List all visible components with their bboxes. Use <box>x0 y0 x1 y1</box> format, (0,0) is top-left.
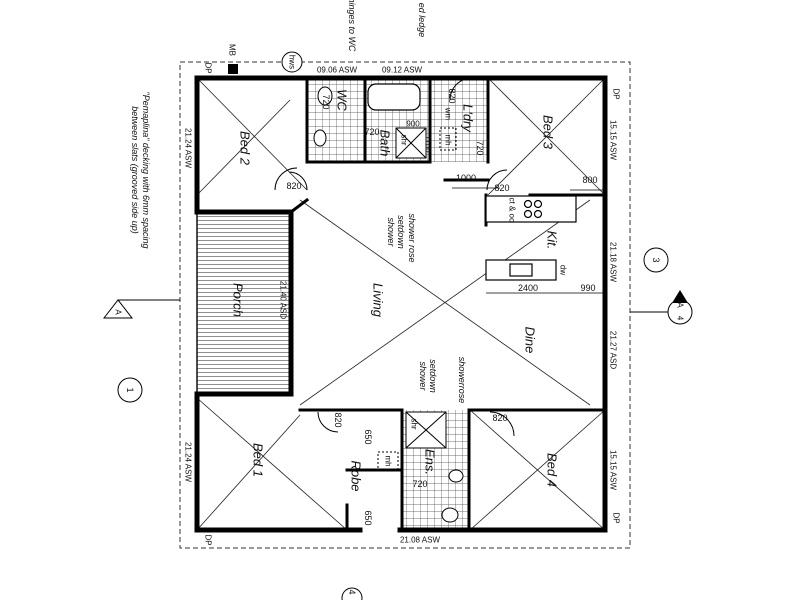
wc-tiles <box>307 80 365 162</box>
label-cooktop: ct & oo <box>507 197 517 223</box>
dim-top-left-wall: 09.06 ASW <box>316 65 358 75</box>
dim-left-wall-top: 21.24 ASW <box>183 127 193 169</box>
dim-820-bed1: 820 <box>333 412 343 428</box>
laundry-tiles <box>430 80 488 162</box>
room-label-living: Living <box>370 283 386 317</box>
dim-2400: 2400 <box>517 283 539 293</box>
room-label-bed4: Bed 4 <box>544 453 560 487</box>
room-label-ensuite: Ens. <box>422 448 438 476</box>
site-boundary <box>179 61 631 549</box>
diagonal-lines <box>196 77 606 531</box>
annotation-shower-rose-bottom: showerrose <box>457 356 467 404</box>
label-wm: wm <box>443 107 453 121</box>
room-label-robe: Robe <box>348 460 364 492</box>
shower-top <box>395 127 427 159</box>
dim-800: 800 <box>582 175 598 185</box>
dim-right-wall-bed4: 15.15 ASW <box>608 449 618 491</box>
shower-bottom <box>405 411 447 449</box>
dim-820-bed3: 820 <box>494 183 510 193</box>
dim-porch-wall: 21.40 ASD <box>278 280 288 320</box>
mb-box <box>228 64 238 74</box>
dim-720-ldry: 720 <box>475 140 485 156</box>
elevation-3-label: 3 <box>651 257 661 263</box>
manhole-top <box>439 127 457 151</box>
dim-bottom-wall: 21.08 ASW <box>399 535 441 545</box>
label-mh-bottom: mh <box>383 455 393 467</box>
dim-1100: 1100 <box>423 135 433 153</box>
section-marker-left <box>102 299 180 319</box>
annotation-setdown-shower-top: setdown shower <box>386 215 406 249</box>
dim-right-wall-kit: 21.18 ASW <box>608 241 618 283</box>
dim-820-bed4: 820 <box>492 413 508 423</box>
annotation-shower-rose-top: shower rose <box>407 213 417 263</box>
label-shr-top: shr <box>399 134 409 146</box>
ensuite-toilet <box>441 507 459 523</box>
elevation-markers <box>117 247 669 600</box>
room-label-kitchen: Kit. <box>544 230 560 250</box>
manhole-bottom <box>377 451 399 471</box>
label-hws: hws <box>287 54 297 70</box>
label-dp-top-left: DP <box>203 62 213 74</box>
room-label-bed1: Bed 1 <box>250 443 266 477</box>
section-a-left-label: A <box>113 309 123 315</box>
dim-top-right-wall: 09.12 ASW <box>381 65 423 75</box>
ensuite-basin <box>448 469 464 483</box>
label-dp-bottom-left: DP <box>203 534 213 546</box>
label-dp-bottom-right: DP <box>611 512 621 524</box>
label-shr-bottom: shr <box>409 418 419 430</box>
annotation-ledge: ed ledge <box>417 2 427 38</box>
label-dw: dw <box>558 264 568 276</box>
kitchen-bench <box>485 195 577 281</box>
label-dp-top-right: DP <box>611 88 621 100</box>
porch-decking <box>196 211 292 395</box>
dim-650-b: 650 <box>363 510 373 526</box>
dim-720-wc: 720 <box>321 94 331 110</box>
door-swings <box>274 77 515 437</box>
elevation-4-label: 4 <box>347 589 357 595</box>
room-label-bed2: Bed 2 <box>237 131 253 165</box>
room-label-porch: Porch <box>230 283 246 317</box>
bathtub <box>367 83 421 111</box>
elevation-1-label: 1 <box>125 387 135 393</box>
annotation-decking: "Pemaplina" decking with 6mm spacing bet… <box>130 91 151 249</box>
label-mb: MB <box>227 44 237 56</box>
dim-900: 900 <box>406 119 420 129</box>
dimension-lines <box>452 187 605 294</box>
dim-650-a: 650 <box>363 429 373 445</box>
dim-720-ens: 720 <box>412 479 428 489</box>
dim-left-wall-bottom: 21.24 ASW <box>183 441 193 483</box>
dim-720-bath: 720 <box>364 127 380 137</box>
wc-toilet <box>317 86 333 106</box>
dim-820-ldry: 820 <box>447 88 457 104</box>
hws-unit <box>281 51 303 73</box>
annotation-setdown-shower-bottom: setdown shower <box>418 359 438 393</box>
dim-right-wall-dine: 21.27 ASD <box>608 330 618 370</box>
room-label-wc: WC <box>334 89 350 111</box>
dim-820-bed2: 820 <box>286 181 302 191</box>
bed2-basin <box>313 129 327 147</box>
room-label-bed3: Bed 3 <box>540 115 556 149</box>
dim-1000: 1000 <box>455 173 477 183</box>
dim-right-wall-bed3: 15.15 ASW <box>608 119 618 161</box>
section-a-right-label: A <box>675 302 685 308</box>
section-a-right-number: 4 <box>675 315 685 321</box>
room-label-laundry: L'dry <box>460 104 476 132</box>
room-label-dine: Dine <box>522 326 538 354</box>
annotation-hinges: f hinges to WC <box>347 0 357 52</box>
label-mh-top: mh <box>443 134 453 146</box>
walls <box>194 75 608 533</box>
dim-990: 990 <box>580 283 596 293</box>
section-marker-right <box>630 290 693 325</box>
room-label-bath: Bath <box>377 129 393 157</box>
